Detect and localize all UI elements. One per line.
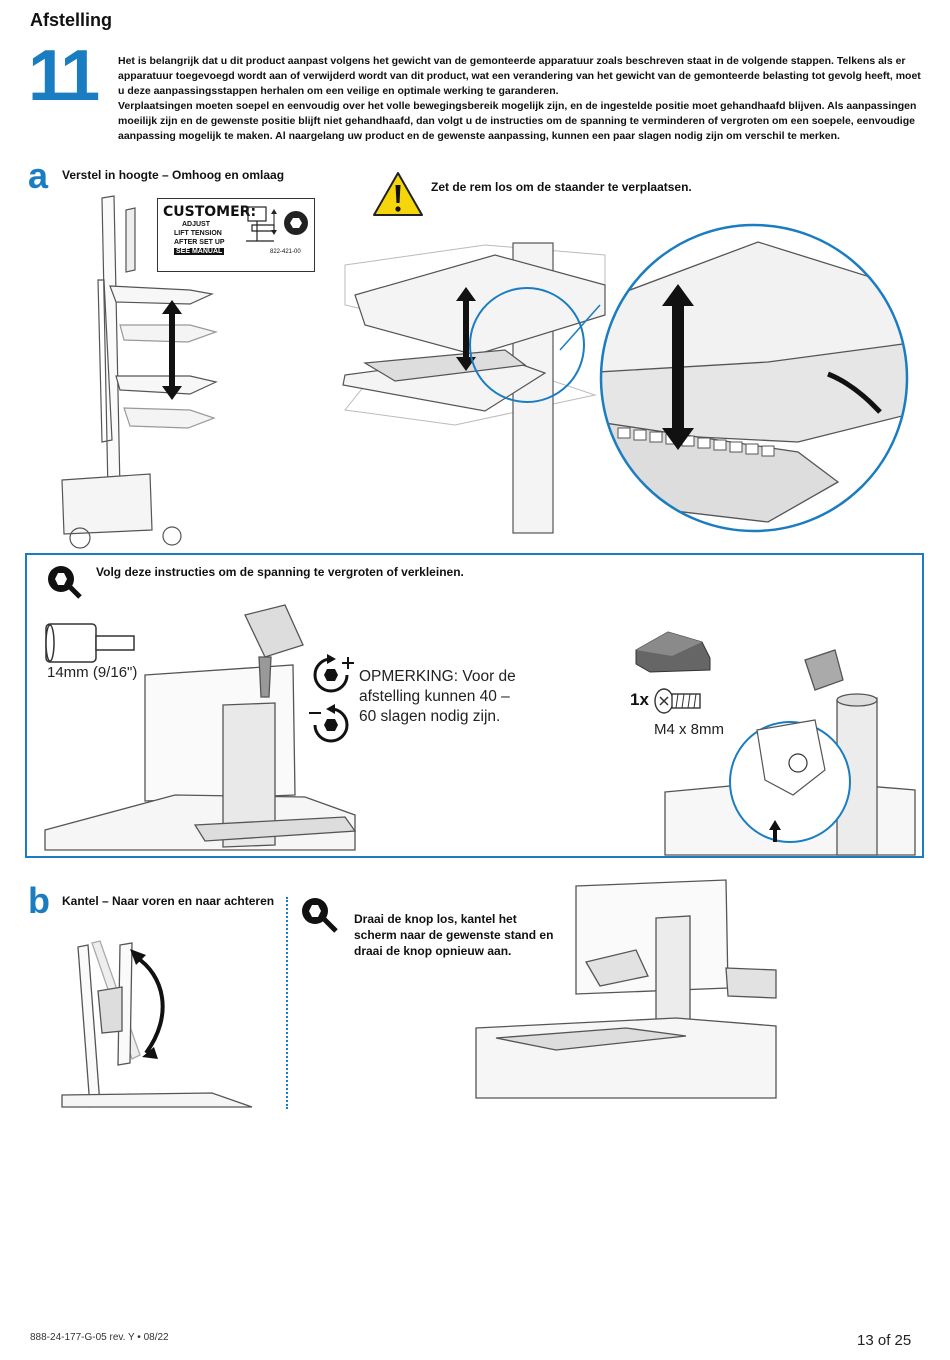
intro-text: Het is belangrijk dat u dit product aanp… bbox=[118, 54, 928, 144]
screw-icon bbox=[654, 688, 701, 714]
label-line-1: CUSTOMER: bbox=[163, 204, 257, 220]
step-number: 11 bbox=[28, 36, 100, 116]
hex-wrench-icon bbox=[48, 566, 82, 599]
page-number: 13 of 25 bbox=[857, 1332, 912, 1349]
tilt-illustration bbox=[61, 940, 253, 1108]
zoom-connector-line bbox=[559, 304, 601, 351]
section-divider bbox=[286, 897, 288, 1109]
drill-adjust-illustration bbox=[44, 604, 357, 851]
monitor-tilt-illustration bbox=[475, 879, 777, 1099]
section-a-title: Verstel in hoogte – Omhoog en omlaag bbox=[62, 168, 285, 182]
section-b-instruction: Draai de knop los, kantel het scherm naa… bbox=[354, 912, 554, 958]
page-title: Afstelling bbox=[30, 10, 113, 30]
cap-install-illustration bbox=[664, 649, 916, 856]
label-line-2: ADJUST bbox=[182, 221, 211, 228]
label-part-number: 822-421-00 bbox=[270, 249, 301, 255]
adjustment-note: OPMERKING: Voor de afstelling kunnen 40 … bbox=[359, 668, 516, 725]
zoom-detail-illustration bbox=[599, 223, 909, 533]
tension-instructions-box bbox=[25, 553, 924, 858]
intro-paragraph-2: Verplaatsingen moeten soepel en eenvoudi… bbox=[118, 100, 917, 142]
label-line-4: AFTER SET UP bbox=[174, 239, 225, 246]
socket-size-label: 14mm (9/16") bbox=[47, 664, 138, 681]
customer-label: CUSTOMER: ADJUST LIFT TENSION AFTER SET … bbox=[157, 198, 315, 272]
cover-cap-icon bbox=[635, 631, 711, 673]
section-a-letter: a bbox=[28, 155, 49, 196]
screw-size-label: M4 x 8mm bbox=[654, 721, 725, 738]
rotate-increase-icon bbox=[313, 654, 354, 693]
keyboard-tray-illustration bbox=[342, 242, 606, 534]
screw-quantity: 1x bbox=[630, 690, 649, 709]
section-b-title: Kantel – Naar voren en naar achteren bbox=[62, 894, 275, 908]
cart-height-illustration bbox=[61, 195, 219, 549]
label-graphic-icon bbox=[246, 206, 308, 242]
section-b-letter: b bbox=[28, 880, 50, 921]
intro-paragraph-1: Het is belangrijk dat u dit product aanp… bbox=[118, 55, 921, 97]
label-line-3: LIFT TENSION bbox=[174, 230, 222, 237]
rotate-decrease-icon bbox=[309, 704, 349, 743]
hex-wrench-icon-b bbox=[302, 898, 338, 933]
socket-icon bbox=[45, 623, 135, 663]
warning-icon bbox=[373, 172, 423, 216]
tension-box-title: Volg deze instructies om de spanning te … bbox=[96, 565, 464, 579]
document-number: 888-24-177-G-05 rev. Y • 08/22 bbox=[30, 1332, 169, 1343]
warning-text: Zet de rem los om de staander te verplaa… bbox=[431, 180, 692, 194]
label-line-5: SEE MANUAL bbox=[174, 248, 225, 255]
